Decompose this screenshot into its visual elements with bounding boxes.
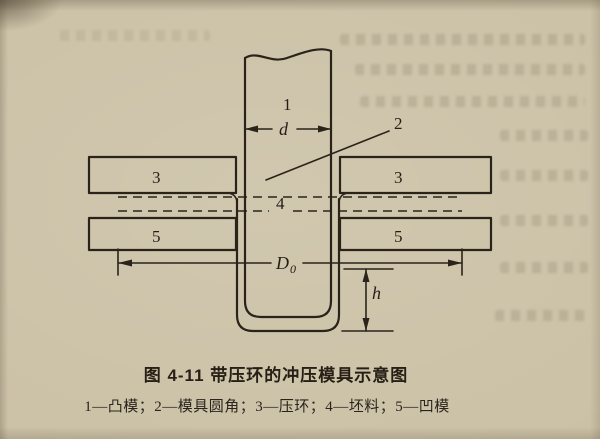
die-right-block [338, 216, 493, 252]
cup-outer-outline [235, 197, 341, 333]
part-label-5: 5 [152, 227, 161, 246]
d-arrow-left [245, 125, 258, 133]
D0-arrow-left [118, 259, 132, 267]
punch-break-line [243, 48, 333, 61]
part-label-3: 3 [152, 168, 161, 187]
blank-holder-right-block [338, 155, 493, 195]
die-left-block [87, 216, 238, 252]
D0-dim-label: D [275, 253, 289, 273]
D0-dim-subscript: 0 [290, 262, 296, 276]
part-label-1: 1 [283, 95, 292, 114]
part-label-5: 5 [394, 227, 403, 246]
d-arrow-right [318, 125, 331, 133]
dimension-D0: D 0 [117, 248, 463, 276]
leader-line-part2 [265, 130, 390, 181]
part-label-2: 2 [394, 114, 403, 133]
h-arrow-top [362, 269, 370, 282]
h-dim-label: h [372, 283, 381, 303]
blank-holder-left-block [87, 155, 238, 195]
punch [243, 48, 333, 319]
dimension-h: h [341, 268, 394, 332]
dimension-d: d [244, 119, 332, 139]
figure-caption: 图 4-11 带压环的冲压模具示意图 [143, 366, 409, 385]
part-label-3: 3 [394, 168, 403, 187]
D0-arrow-right [448, 259, 462, 267]
punch-outline [243, 49, 333, 319]
blank-dashed-lines [118, 196, 462, 212]
figure-legend: 1—凸模；2—模具圆角；3—压环；4—坯料；5—凹模 [84, 399, 450, 415]
part-label-4: 4 [276, 194, 285, 213]
d-dim-label: d [279, 119, 289, 139]
h-arrow-bottom [362, 318, 370, 331]
